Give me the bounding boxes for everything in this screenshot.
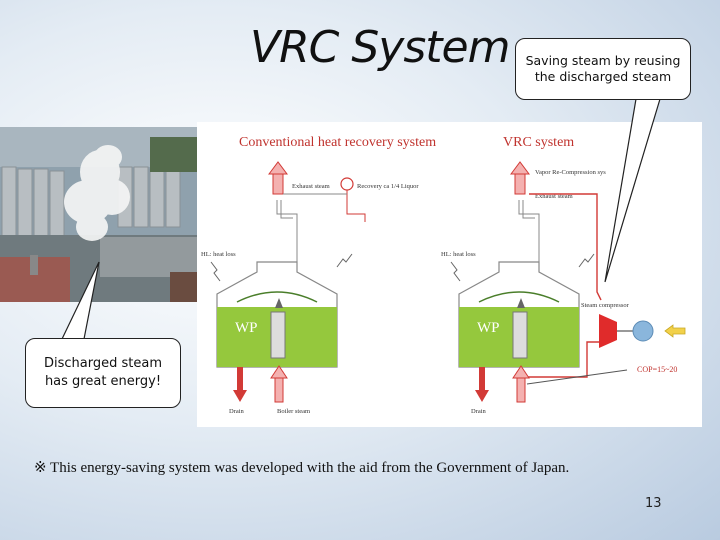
vrc-heading: VRC system xyxy=(503,135,574,150)
conventional-recovery-label: Recovery ca 1/4 Liquor xyxy=(357,183,419,190)
conventional-heading: Conventional heat recovery system xyxy=(239,135,436,150)
conventional-exhaust-label: Exhaust steam xyxy=(292,183,330,190)
slide-title: VRC System xyxy=(250,22,510,73)
vrc-vapor-label: Vapor Re-Compression sys xyxy=(535,169,606,176)
conventional-system: Conventional heat recovery system Exhaus… xyxy=(201,135,436,415)
vrc-heat-loss-label: HL: heat loss xyxy=(441,251,476,258)
callout-discharged-steam: Discharged steam has great energy! xyxy=(25,338,181,408)
vrc-compressor-label: Steam compressor xyxy=(581,302,630,309)
vrc-diagram-panel: Conventional heat recovery system Exhaus… xyxy=(197,122,702,427)
page-number: 13 xyxy=(645,496,662,511)
conventional-boiler-label: Boiler steam xyxy=(277,408,310,415)
conventional-heat-loss-label: HL: heat loss xyxy=(201,251,236,258)
vrc-system: VRC system Vapor Re-Compression sys Exha… xyxy=(441,135,686,415)
callout-saving-steam: Saving steam by reusing the discharged s… xyxy=(515,38,691,100)
conventional-vessel-label: WP xyxy=(235,320,258,336)
conventional-drain-label: Drain xyxy=(229,408,245,415)
factory-photo xyxy=(0,127,197,302)
vrc-exhaust-label: Exhaust steam xyxy=(535,193,573,200)
footnote: ※ This energy-saving system was develope… xyxy=(34,460,570,476)
vrc-cop-label: COP=15~20 xyxy=(637,365,677,374)
vrc-vessel-label: WP xyxy=(477,320,500,336)
vrc-drain-label: Drain xyxy=(471,408,487,415)
